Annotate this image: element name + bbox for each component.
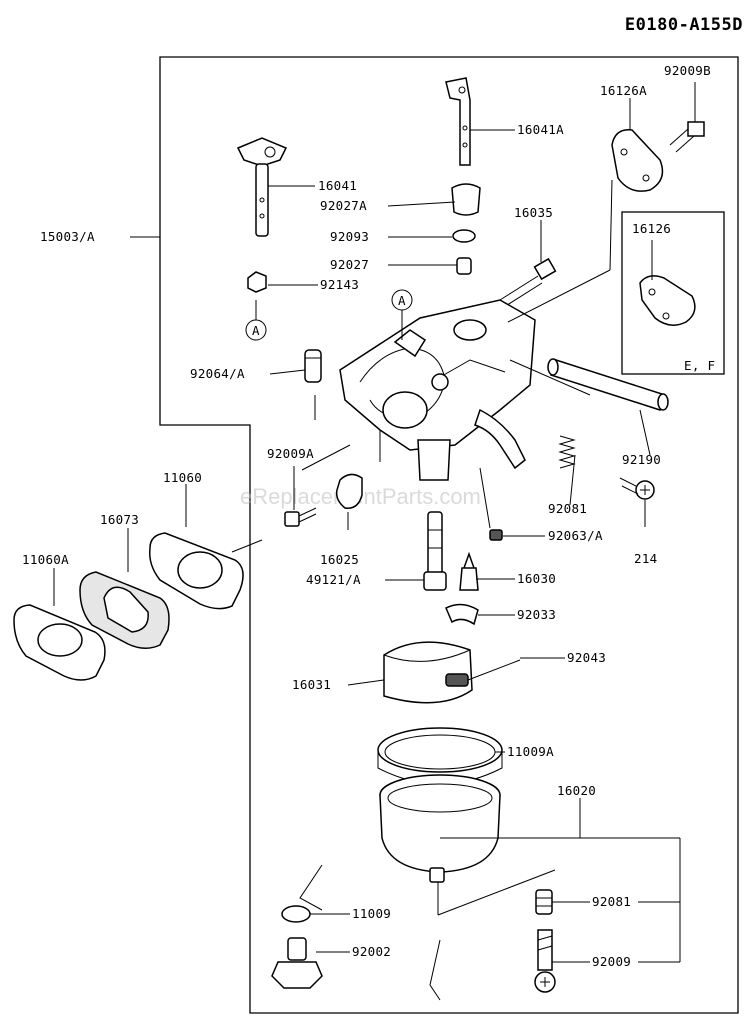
screw-92009a-part: [284, 507, 317, 527]
label-16031: 16031: [292, 677, 331, 692]
label-16030: 16030: [517, 571, 556, 586]
plate-16126a-part: [611, 129, 664, 192]
plate-16126-part: [639, 275, 696, 326]
label-15003A: 15003/A: [40, 229, 95, 244]
callout-marker-a-left: A: [245, 300, 267, 341]
label-214: 214: [634, 551, 657, 566]
gasket-11060a-part: [13, 604, 106, 681]
label-16020: 16020: [557, 783, 596, 798]
label-16126: 16126: [632, 221, 671, 236]
nut-92143-part: [247, 271, 267, 293]
nozzle-49121a-part: [423, 511, 447, 591]
label-11009: 11009: [352, 906, 391, 921]
label-92009A: 92009A: [267, 446, 314, 461]
label-49121A: 49121/A: [306, 572, 361, 587]
float-16031-part: [383, 641, 521, 704]
screw-214-part: [619, 477, 655, 500]
needle-16030-part: [459, 551, 479, 591]
spring-92081-upper-part: [558, 435, 576, 469]
label-92190: 92190: [622, 452, 661, 467]
callout-marker-a-right: A: [391, 289, 413, 340]
label-92002: 92002: [352, 944, 391, 959]
svg-text:A: A: [252, 323, 260, 338]
diagram-code: E0180-A155D: [625, 15, 743, 35]
screw-92009b-part: [669, 121, 705, 153]
label-92064A: 92064/A: [190, 366, 245, 381]
label-11060A: 11060A: [22, 552, 69, 567]
leader-lines: [53, 82, 696, 1001]
insulator-16073-part: [79, 571, 170, 649]
part-labels: 92009B 16126A 16041A 16041 15003/A 92027…: [22, 63, 711, 969]
label-16073: 16073: [100, 512, 139, 527]
clip-92033-part: [445, 603, 479, 626]
label-92081-upper: 92081: [548, 501, 587, 516]
label-92081-lower: 92081: [592, 894, 631, 909]
label-92043: 92043: [567, 650, 606, 665]
plate-16025-part: [335, 473, 363, 509]
choke-shaft-part: [445, 77, 471, 166]
bowl-16020-part: [379, 774, 501, 883]
bolt-92009-part: [534, 929, 556, 993]
tube-92190-part: [547, 358, 669, 411]
gasket-11009a-part: [377, 727, 503, 785]
screw-92063a-part: [489, 529, 503, 541]
nut-92093-part: [452, 229, 476, 243]
assembly-frame: [159, 56, 739, 1014]
label-92027A: 92027A: [320, 198, 367, 213]
inset-variant-label: E, F: [684, 358, 715, 373]
label-92093: 92093: [330, 229, 369, 244]
label-92033: 92033: [517, 607, 556, 622]
seal-92027-part: [456, 257, 472, 275]
label-11009A: 11009A: [507, 744, 554, 759]
gasket-11060-part: [148, 532, 244, 610]
label-92063A: 92063/A: [548, 528, 603, 543]
label-92143: 92143: [320, 277, 359, 292]
label-16041A: 16041A: [517, 122, 564, 137]
seal-92027a-part: [451, 183, 481, 216]
screw-92002-part: [271, 937, 323, 989]
washer-11009-part: [281, 905, 311, 923]
spring-92081-lower-part: [535, 889, 553, 915]
inset-box: E, F: [621, 211, 725, 375]
throttle-shaft-part: [236, 137, 288, 237]
label-16035: 16035: [514, 205, 553, 220]
label-16025: 16025: [320, 552, 359, 567]
screw-16035-part: [499, 257, 557, 308]
svg-text:A: A: [398, 293, 406, 308]
jet-92064a-part: [304, 349, 322, 383]
label-16041: 16041: [318, 178, 357, 193]
label-16126A: 16126A: [600, 83, 647, 98]
carburetor-body-part: [339, 299, 536, 481]
label-11060: 11060: [163, 470, 202, 485]
label-92009: 92009: [592, 954, 631, 969]
label-92009B: 92009B: [664, 63, 711, 78]
label-92027: 92027: [330, 257, 369, 272]
